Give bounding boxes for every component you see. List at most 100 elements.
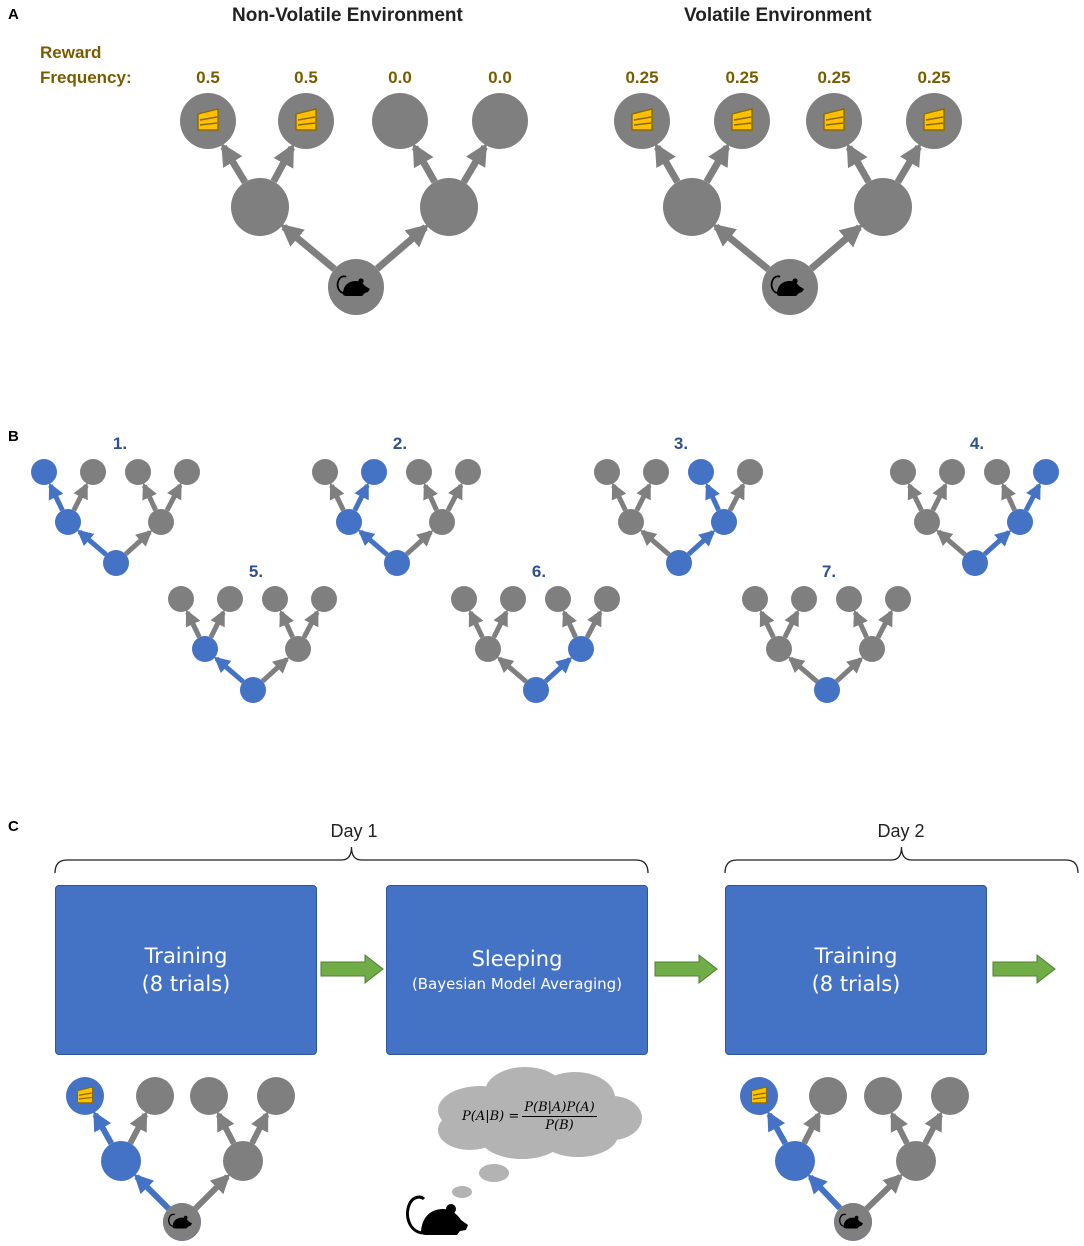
policy-5-edge-root-left <box>213 656 245 684</box>
policy-1-edge-root-left <box>76 529 108 557</box>
env-nv-edge-root-left <box>280 223 337 272</box>
policy-7-edge-leaf-3 <box>875 609 894 639</box>
day1-tree-leaf-node-1 <box>136 1077 174 1115</box>
policy-1-leaf-node-3 <box>174 459 200 485</box>
env-nv-mid-node-right <box>420 178 478 236</box>
policy-3-root-node <box>666 550 692 576</box>
policy-7-leaf-node-0 <box>742 586 768 612</box>
policy-4-leaf-node-0 <box>890 459 916 485</box>
policy-7-leaf-node-3 <box>885 586 911 612</box>
policy-7-edge-leaf-2 <box>853 609 869 639</box>
policy-5-edge-leaf-3 <box>301 609 320 639</box>
env-title-non-volatile: Non-Volatile Environment <box>232 5 463 26</box>
policy-5-edge-root-right <box>260 656 290 684</box>
freq-nv-3: 0.0 <box>488 68 512 87</box>
policy-4-edge-leaf-2 <box>1001 482 1017 512</box>
policy-2-edge-leaf-2 <box>423 482 439 512</box>
policy-3-edge-root-left <box>639 529 671 557</box>
policy-2-mid-node-left <box>336 509 362 535</box>
policy-7-root-node <box>814 677 840 703</box>
sleeping-mouse-icon <box>406 1195 468 1235</box>
freq-v-0: 0.25 <box>625 68 659 87</box>
policy-3-leaf-node-3 <box>737 459 763 485</box>
policy-1-edge-leaf-0 <box>48 482 65 512</box>
policy-5-edge-leaf-1 <box>208 609 226 639</box>
policy-7-leaf-node-1 <box>791 586 817 612</box>
policy-2-edge-root-left <box>357 529 389 557</box>
day2-tree-edge-leaf-3 <box>922 1111 943 1145</box>
policy-7-edge-leaf-1 <box>782 609 800 639</box>
reward-label-line1: Reward <box>40 43 102 62</box>
freq-v-2: 0.25 <box>817 68 851 87</box>
policy-7-mid-node-left <box>766 636 792 662</box>
panel-label-a: A <box>8 6 19 23</box>
stage-title: Training <box>144 944 228 968</box>
policy-2-leaf-node-1 <box>361 459 387 485</box>
reward-frequency-label: Reward Frequency: <box>40 40 132 90</box>
freq-v-3: 0.25 <box>917 68 951 87</box>
policy-1-mid-node-left <box>55 509 81 535</box>
sleeping-mouse-tail <box>406 1195 426 1235</box>
policy-1-leaf-node-2 <box>125 459 151 485</box>
policy-3-edge-root-right <box>686 529 716 557</box>
stage-training-day2: Training (8 trials) <box>725 885 987 1055</box>
policy-6-leaf-node-2 <box>545 586 571 612</box>
env-nv-edge-leaf-1 <box>270 143 295 184</box>
policy-3-leaf-node-2 <box>688 459 714 485</box>
thought-cloud-icon <box>438 1067 642 1159</box>
env-v-edge-leaf-3 <box>894 142 922 184</box>
policy-7-edge-leaf-0 <box>759 609 776 639</box>
env-v-mid-node-left <box>663 178 721 236</box>
env-nv-mid-node-left <box>231 178 289 236</box>
policy-4-edge-leaf-0 <box>907 482 924 512</box>
env-v-mid-node-right <box>854 178 912 236</box>
formula-lhs: P(A|B) = <box>462 1109 520 1124</box>
day2-tree-mid-node-left <box>775 1141 815 1181</box>
policy-5-root-node <box>240 677 266 703</box>
policy-label-7: 7. <box>821 562 837 581</box>
day1-tree-edge-leaf-2 <box>216 1111 237 1145</box>
policy-7-edge-root-left <box>787 656 819 684</box>
policy-6-leaf-node-1 <box>500 586 526 612</box>
env-v-edge-leaf-1 <box>703 143 730 184</box>
policy-4-edge-root-left <box>935 529 967 557</box>
policy-3-leaf-node-0 <box>594 459 620 485</box>
policy-1-leaf-node-1 <box>80 459 106 485</box>
policy-label-2: 2. <box>392 434 408 453</box>
freq-nv-2: 0.0 <box>388 68 412 87</box>
day-2-label: Day 2 <box>877 821 925 841</box>
day2-tree-edge-root-left <box>807 1174 843 1211</box>
policy-6-edge-leaf-3 <box>584 609 603 639</box>
policy-6-mid-node-left <box>475 636 501 662</box>
policy-7-mid-node-right <box>859 636 885 662</box>
policy-3-leaf-node-1 <box>643 459 669 485</box>
panel-label-c: C <box>8 818 19 835</box>
policy-4-mid-node-right <box>1007 509 1033 535</box>
stage-subtitle: (8 trials) <box>811 972 901 996</box>
day1-tree-leaf-node-3 <box>257 1077 295 1115</box>
thought-bubble-small <box>452 1186 472 1198</box>
env-v-edge-root-right <box>808 224 863 272</box>
policy-3-edge-leaf-3 <box>727 482 746 512</box>
policy-6-edge-leaf-2 <box>562 609 578 639</box>
policy-label-1: 1. <box>112 434 128 453</box>
freq-nv-0: 0.5 <box>196 68 220 87</box>
env-nv-edge-leaf-3 <box>460 142 488 184</box>
day1-tree-edge-leaf-1 <box>127 1111 148 1145</box>
day-1-brace <box>54 846 649 874</box>
green-arrow-3 <box>992 953 1056 985</box>
policy-6-root-node <box>523 677 549 703</box>
policy-7-edge-root-right <box>834 656 864 684</box>
policy-2-edge-leaf-1 <box>352 482 370 512</box>
env-v-edge-leaf-2 <box>845 143 872 184</box>
green-arrow-1 <box>320 953 384 985</box>
policy-4-leaf-node-3 <box>1033 459 1059 485</box>
policy-6-leaf-node-0 <box>451 586 477 612</box>
day-2-brace <box>724 846 1079 874</box>
policy-4-edge-root-right <box>982 529 1012 557</box>
policy-1-edge-root-right <box>123 529 153 557</box>
cloud-puff <box>472 1087 592 1143</box>
env-nv-edge-leaf-2 <box>411 143 438 184</box>
policy-5-edge-leaf-0 <box>185 609 202 639</box>
